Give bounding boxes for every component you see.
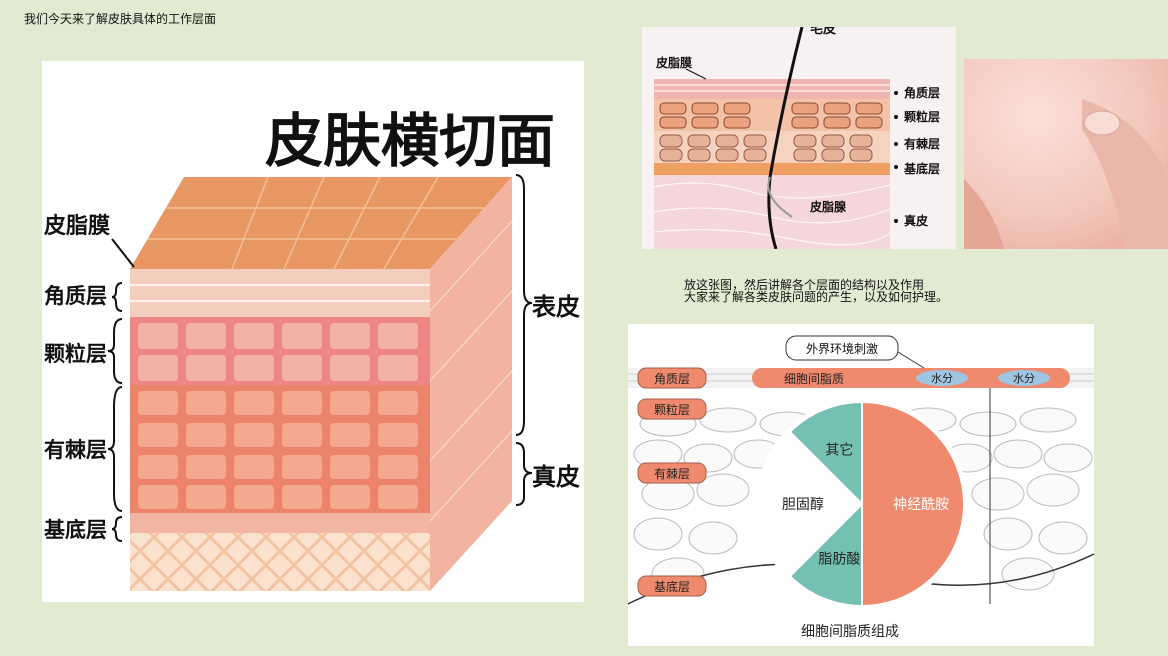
skin-cross-section-diagram: 皮肤横切面 — [44, 107, 580, 591]
lipid-diagram-panel: 细胞间脂质 水分 水分 外界环境刺激 角质层 颗粒层 有棘层 基底层 神经酰胺脂… — [628, 324, 1094, 646]
pie-slice-1 — [788, 501, 863, 608]
label-sebum: 皮脂膜 — [44, 213, 110, 239]
label-granular: 颗粒层 — [44, 342, 107, 366]
right-brackets — [515, 174, 533, 506]
label-spinous-layer: 有棘层 — [904, 136, 940, 151]
tag-corneum: 角质层 — [654, 372, 690, 386]
stimulus-callout — [785, 335, 899, 361]
finger — [1082, 99, 1168, 249]
dermis-layer — [130, 533, 430, 591]
water-label-2: 水分 — [1013, 372, 1035, 385]
layer-illustration: 毛皮 皮脂膜 角质层 颗粒层 有棘层 基底层 皮脂腺 真皮 — [642, 27, 956, 249]
pie-label-1: 脂肪酸 — [818, 552, 860, 568]
label-sebaceous-gland: 皮脂腺 — [809, 199, 847, 214]
lipid-caption: 细胞间脂质组成 — [801, 624, 899, 640]
layer-illustration-panel: 毛皮 皮脂膜 角质层 颗粒层 有棘层 基底层 皮脂腺 真皮 — [642, 27, 956, 249]
label-spinous: 有棘层 — [44, 438, 107, 462]
label-epidermis: 表皮 — [532, 293, 580, 321]
sebum-grid — [148, 176, 492, 270]
sebum-surface — [130, 177, 512, 269]
pie-slice-0 — [861, 400, 965, 608]
note-line-2: 大家来了解各类皮肤问题的产生，以及如何护理。 — [684, 290, 949, 304]
lipid-band — [752, 368, 1070, 388]
label-basal-layer: 基底层 — [903, 161, 940, 176]
left-brackets — [107, 282, 123, 542]
label-sebum-film: 皮脂膜 — [655, 55, 692, 70]
stratum-corneum-layer — [130, 269, 430, 317]
skin-cross-section-panel: 皮肤横切面 — [42, 61, 584, 602]
pie-slice-3 — [788, 400, 863, 507]
lipid-band-label: 细胞间脂质 — [784, 371, 844, 386]
pie-slices — [759, 400, 965, 608]
tag-basal: 基底层 — [654, 579, 690, 594]
label-dermis: 真皮 — [532, 463, 580, 491]
pie-label-3: 其它 — [825, 441, 853, 458]
cross-section-title: 皮肤横切面 — [265, 107, 555, 175]
face-photo — [964, 59, 1168, 249]
pie-slice-2 — [759, 430, 864, 578]
label-hair: 毛皮 — [810, 27, 836, 37]
label-corneum: 角质层 — [904, 85, 940, 100]
label-stratum-corneum: 角质层 — [44, 284, 107, 308]
pie-label-0: 神经酰胺 — [893, 497, 949, 513]
water-label-1: 水分 — [931, 372, 953, 385]
label-granular-layer: 颗粒层 — [904, 109, 940, 124]
note-line-1: 放这张图，然后讲解各个层面的结构以及作用 — [684, 278, 925, 292]
hair-shaft — [767, 27, 804, 249]
pie-label-2: 胆固醇 — [782, 496, 824, 513]
label-dermis-layer: 真皮 — [904, 213, 928, 228]
tag-spinous: 有棘层 — [654, 467, 690, 481]
stimulus-callout-label: 外界环境刺激 — [806, 341, 878, 356]
tag-granular: 颗粒层 — [654, 402, 690, 417]
side-face — [430, 177, 512, 591]
lipid-diagram: 细胞间脂质 水分 水分 外界环境刺激 角质层 颗粒层 有棘层 基底层 神经酰胺脂… — [628, 335, 1094, 640]
basal-layer — [130, 513, 430, 533]
intro-caption: 我们今天来了解皮肤具体的工作层面 — [24, 12, 217, 26]
label-basal: 基底层 — [44, 518, 107, 542]
